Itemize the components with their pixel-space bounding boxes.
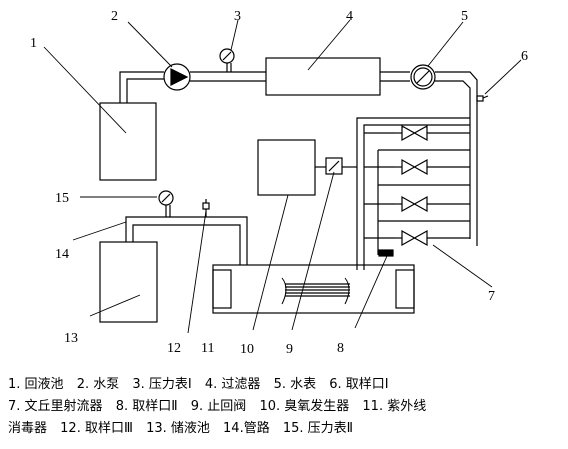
sampling-port-2 bbox=[378, 249, 394, 257]
callout-7: 7 bbox=[488, 289, 495, 304]
legend-item: 15. 压力表Ⅱ bbox=[282, 421, 354, 436]
callout-12: 12 bbox=[167, 341, 181, 356]
ozone-generator bbox=[257, 139, 316, 196]
callout-11: 11 bbox=[201, 341, 214, 356]
legend-item: 7. 文丘里射流器 bbox=[8, 399, 103, 414]
legend-item: 3. 压力表Ⅰ bbox=[132, 377, 192, 392]
callout-1: 1 bbox=[30, 36, 37, 51]
filter bbox=[265, 57, 381, 96]
check-valve bbox=[325, 157, 343, 175]
pipe-uv-to-storage bbox=[125, 216, 248, 265]
return-tank bbox=[99, 102, 157, 181]
legend-item: 消毒器 bbox=[8, 421, 48, 436]
system-schematic: 1 2 3 4 5 6 7 8 9 10 11 12 13 14 15 bbox=[30, 9, 528, 357]
legend-item: 12. 取样口Ⅲ bbox=[60, 421, 133, 436]
legend-line-3: 消毒器 12. 取样口Ⅲ 13. 储液池 14.管路 15. 压力表Ⅱ bbox=[8, 418, 564, 440]
water-meter bbox=[410, 64, 436, 90]
legend-item: 11. 紫外线 bbox=[362, 399, 427, 414]
legend-item: 14.管路 bbox=[223, 421, 270, 436]
uv-disinfector bbox=[212, 264, 415, 314]
legend-item: 6. 取样口Ⅰ bbox=[329, 377, 389, 392]
callout-2: 2 bbox=[111, 9, 118, 24]
water-pump bbox=[163, 63, 191, 91]
sampling-port-3 bbox=[202, 199, 210, 217]
venturi-injector-bank bbox=[364, 124, 470, 255]
sampling-port-1 bbox=[476, 95, 489, 102]
legend-item: 8. 取样口Ⅱ bbox=[115, 399, 178, 414]
legend-item: 2. 水泵 bbox=[76, 377, 120, 392]
callout-4: 4 bbox=[346, 9, 353, 24]
callout-6: 6 bbox=[521, 49, 528, 64]
callout-3: 3 bbox=[234, 9, 241, 24]
callout-8: 8 bbox=[337, 341, 344, 356]
callout-10: 10 bbox=[240, 342, 254, 357]
callout-15: 15 bbox=[55, 191, 69, 206]
legend-item: 9. 止回阀 bbox=[190, 399, 247, 414]
pressure-gauge-1 bbox=[219, 48, 235, 72]
callout-13: 13 bbox=[64, 331, 78, 346]
pressure-gauge-2 bbox=[158, 190, 174, 217]
legend-caption: 1. 回液池 2. 水泵 3. 压力表Ⅰ 4. 过滤器 5. 水表 6. 取样口… bbox=[8, 374, 564, 440]
storage-tank bbox=[99, 241, 158, 323]
pipe-return-to-pump bbox=[119, 71, 164, 103]
legend-item: 1. 回液池 bbox=[8, 377, 64, 392]
callout-9: 9 bbox=[286, 342, 293, 357]
legend-item: 13. 储液池 bbox=[146, 421, 210, 436]
legend-item: 10. 臭氧发生器 bbox=[259, 399, 350, 414]
pipe-return-to-pump-inner bbox=[126, 78, 164, 103]
legend-line-1: 1. 回液池 2. 水泵 3. 压力表Ⅰ 4. 过滤器 5. 水表 6. 取样口… bbox=[8, 374, 564, 396]
legend-item: 4. 过滤器 bbox=[204, 377, 261, 392]
callout-5: 5 bbox=[461, 9, 468, 24]
legend-line-2: 7. 文丘里射流器 8. 取样口Ⅱ 9. 止回阀 10. 臭氧发生器 11. 紫… bbox=[8, 396, 564, 418]
legend-item: 5. 水表 bbox=[273, 377, 317, 392]
callout-14: 14 bbox=[55, 247, 69, 262]
